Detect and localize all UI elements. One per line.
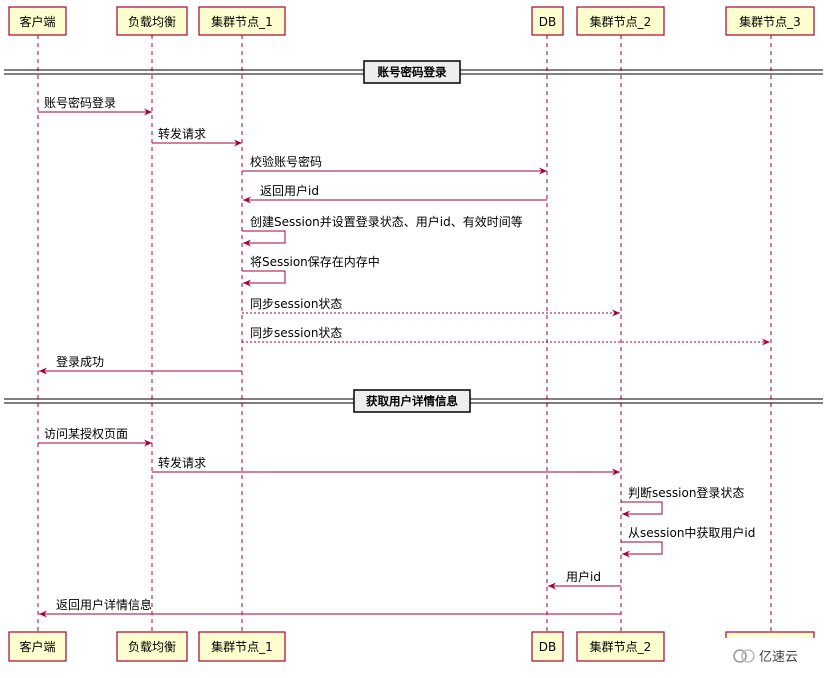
participant-lb-top: 负载均衡: [116, 6, 188, 36]
message-label: 用户id: [566, 569, 601, 584]
participant-label: 集群节点_3: [739, 14, 801, 29]
message-label: 返回用户详情信息: [56, 597, 152, 612]
participant-label: DB: [539, 15, 556, 29]
participant-label: 负载均衡: [128, 15, 176, 29]
bottom-participants: 客户端 负载均衡 集群节点_1 DB 集群节点_2: [8, 631, 815, 662]
message-get-userid: 从session中获取用户id: [621, 525, 755, 558]
message-label: 同步session状态: [250, 326, 342, 340]
message-label: 从session中获取用户id: [628, 525, 755, 540]
divider-user-detail: 获取用户详情信息: [4, 389, 823, 413]
message-label: 账号密码登录: [44, 95, 116, 110]
message-login-success: 登录成功: [39, 354, 242, 375]
message-forward-2: 转发请求: [152, 455, 620, 476]
message-login-request: 账号密码登录: [38, 95, 152, 116]
divider-label: 获取用户详情信息: [366, 394, 458, 408]
top-participants: 客户端 负载均衡 集群节点_1 DB 集群节点_2 集群节点_3: [8, 6, 815, 36]
participant-label: 客户端: [19, 639, 55, 654]
message-label: 返回用户id: [260, 183, 319, 198]
participant-label: 集群节点_1: [211, 639, 273, 654]
lifelines: [37, 35, 772, 632]
message-label: 判断session登录状态: [628, 485, 744, 500]
participant-label: 集群节点_2: [590, 639, 652, 654]
message-save-session: 将Session保存在内存中: [242, 254, 380, 287]
message-check-session: 判断session登录状态: [621, 485, 744, 518]
participant-label: 客户端: [19, 14, 55, 29]
message-label: 登录成功: [56, 354, 104, 369]
participant-label: 集群节点_1: [211, 14, 273, 29]
participant-db-top: DB: [531, 6, 564, 36]
message-label: 创建Session并设置登录状态、用户id、有效时间等: [250, 214, 523, 229]
message-sync-node2: 同步session状态: [242, 297, 620, 317]
participant-node3-top: 集群节点_3: [725, 6, 815, 36]
message-create-session: 创建Session并设置登录状态、用户id、有效时间等: [242, 214, 523, 247]
participant-node2-bottom: 集群节点_2: [576, 631, 665, 662]
message-userid-to-db: 用户id: [548, 569, 621, 590]
participant-node1-top: 集群节点_1: [198, 6, 286, 36]
participant-client-top: 客户端: [8, 6, 67, 36]
message-return-userid: 返回用户id: [243, 183, 547, 204]
message-label: 同步session状态: [250, 297, 342, 311]
divider-label: 账号密码登录: [378, 65, 447, 79]
divider-login: 账号密码登录: [4, 60, 823, 84]
participant-lb-bottom: 负载均衡: [116, 631, 188, 662]
participant-client-bottom: 客户端: [8, 631, 67, 662]
message-sync-node3: 同步session状态: [242, 326, 770, 346]
message-label: 校验账号密码: [250, 154, 322, 169]
participant-label: 集群节点_2: [590, 14, 652, 29]
message-return-details: 返回用户详情信息: [39, 597, 621, 618]
watermark-text: 亿速云: [759, 650, 798, 665]
participant-label: 负载均衡: [128, 640, 176, 654]
participant-node1-bottom: 集群节点_1: [198, 631, 286, 662]
message-label: 转发请求: [158, 455, 206, 470]
message-verify-credentials: 校验账号密码: [242, 154, 547, 175]
participant-node2-top: 集群节点_2: [576, 6, 665, 36]
watermark-logo-icon: [733, 649, 755, 663]
message-label: 访问某授权页面: [44, 426, 128, 441]
message-label: 将Session保存在内存中: [250, 254, 380, 269]
message-label: 转发请求: [158, 126, 206, 141]
participant-label: DB: [539, 640, 556, 654]
message-forward-1: 转发请求: [152, 126, 242, 147]
participant-db-bottom: DB: [531, 631, 564, 662]
messages: 账号密码登录 转发请求 校验账号密码 返回用户id 创建Session并设置登录…: [38, 95, 770, 618]
watermark: 亿速云: [722, 638, 826, 676]
message-access-page: 访问某授权页面: [38, 426, 152, 447]
